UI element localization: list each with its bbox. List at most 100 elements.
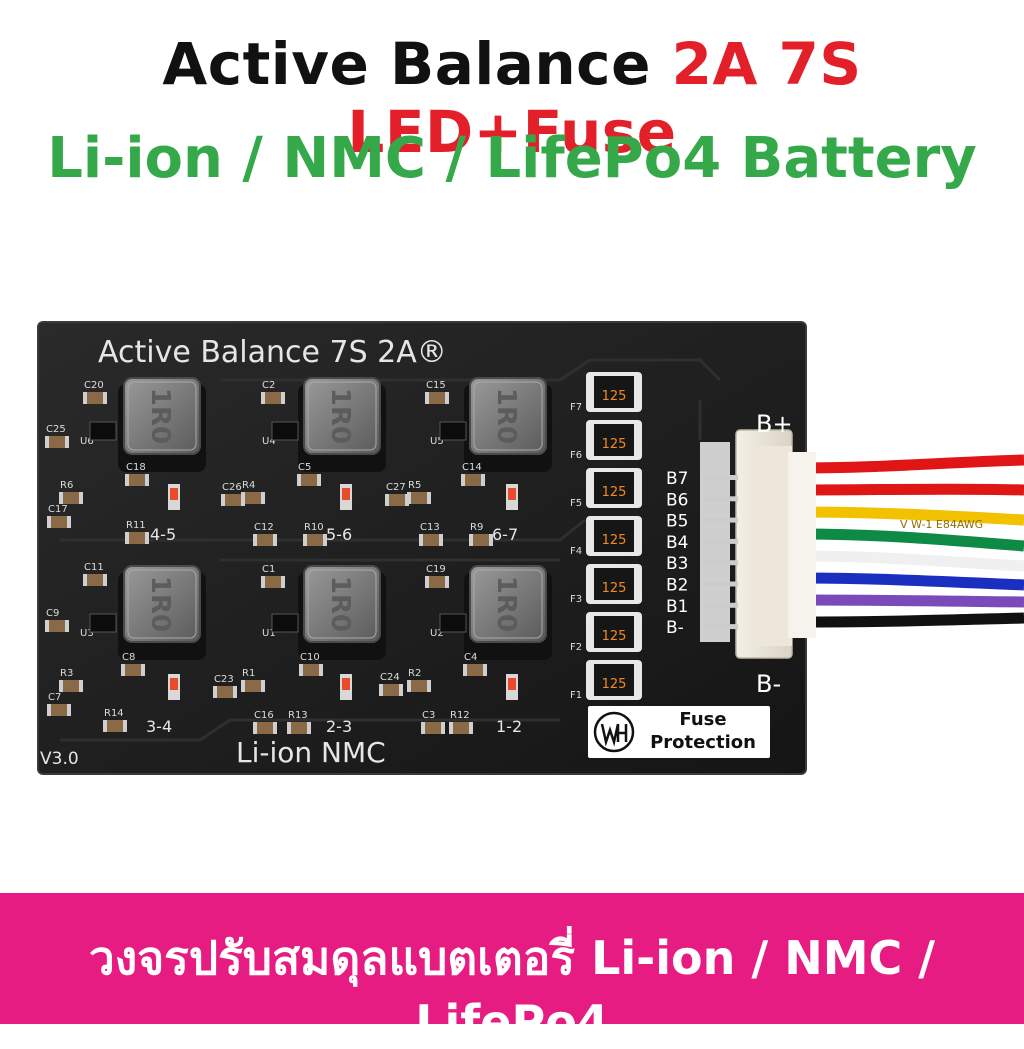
smd-component: C26 <box>221 482 245 506</box>
smd-component: C3 <box>421 710 445 734</box>
fuse-protection-text: Fuse Protection <box>636 708 770 754</box>
smd-component: R14 <box>103 708 127 732</box>
inductor: 1R0 <box>298 377 386 472</box>
svg-text:V W-1 E84AWG: V W-1 E84AWG <box>900 518 983 531</box>
component-ref: C13 <box>420 522 440 533</box>
bminus-label: B- <box>756 670 781 698</box>
component-ref: R11 <box>126 520 146 531</box>
inductor: 1R0 <box>464 377 552 472</box>
smd-component: R9 <box>469 522 493 546</box>
inductor: 1R0 <box>118 565 206 660</box>
smd-component: U4 <box>262 421 299 447</box>
fuse-ref: F1 <box>570 690 582 701</box>
component-ref: C14 <box>462 462 482 473</box>
smd-component: R1 <box>241 668 265 692</box>
smd-component: R6 <box>59 480 83 504</box>
component-ref: C17 <box>48 504 68 515</box>
component-ref: C3 <box>422 710 435 721</box>
banner-text: วงจรปรับสมดุลแบตเตอรี่ Li-ion / NMC / Li… <box>88 931 936 1049</box>
inductor: 1R0 <box>118 377 206 472</box>
fuse-marking: 125 <box>602 485 627 500</box>
pin-label: B1 <box>666 597 688 617</box>
smd-component: C9 <box>45 608 69 632</box>
fuse-ref: F2 <box>570 642 582 653</box>
smd-component: C5 <box>297 462 321 486</box>
component-ref: R14 <box>104 708 124 719</box>
component-ref: U3 <box>80 628 94 639</box>
led <box>168 484 180 510</box>
fuse-ref: F7 <box>570 402 582 413</box>
pin-pad <box>704 475 738 480</box>
headline-part-1: Active Balance <box>162 30 651 98</box>
smd-component: C24 <box>379 672 403 696</box>
headline-line-1: Active Balance 2A 7S LED+Fuse <box>0 30 1024 166</box>
smd-component: C7 <box>47 692 71 716</box>
component-ref: C1 <box>262 564 275 575</box>
fuse-protection-label <box>588 706 770 758</box>
component-ref: C10 <box>300 652 320 663</box>
component-ref: C20 <box>84 380 104 391</box>
pin-pad <box>704 496 738 502</box>
jst-connector <box>700 429 816 659</box>
inductor-marking: 1R0 <box>145 576 175 632</box>
component-ref: U5 <box>430 436 444 447</box>
component-ref: C27 <box>386 482 406 493</box>
pin-pad <box>704 581 738 587</box>
component-ref: R6 <box>60 480 73 491</box>
board-label-bottom: Li-ion NMC <box>236 736 386 769</box>
fuse-marking: 125 <box>602 389 627 404</box>
cell-pair-label: 5-6 <box>326 525 352 544</box>
pin-pad <box>704 624 738 630</box>
smd-component: C27 <box>385 482 409 506</box>
inductor-marking: 1R0 <box>325 576 355 632</box>
component-ref: R13 <box>288 710 308 721</box>
smd-component: R12 <box>449 710 473 734</box>
inductor-marking: 1R0 <box>325 388 355 444</box>
fuse-label-line-1: Fuse <box>679 709 727 730</box>
pin-label: B7 <box>666 469 688 489</box>
pin-label: B5 <box>666 512 688 532</box>
smd-component: C1 <box>261 564 285 588</box>
inductor-marking: 1R0 <box>145 388 175 444</box>
component-ref: U4 <box>262 436 276 447</box>
smd-component: U3 <box>80 613 117 639</box>
fuse-ref: F4 <box>570 546 582 557</box>
smd-component: U6 <box>80 421 117 447</box>
fuse-marking: 125 <box>602 581 627 596</box>
smd-component: C14 <box>461 462 485 486</box>
fuse-marking: 125 <box>602 437 627 452</box>
led <box>506 674 518 700</box>
component-ref: C4 <box>464 652 477 663</box>
fuse-marking: 125 <box>602 629 627 644</box>
component-ref: R12 <box>450 710 470 721</box>
component-ref: C12 <box>254 522 274 533</box>
component-ref: C7 <box>48 692 61 703</box>
smd-component: C19 <box>425 564 449 588</box>
fuse-ref: F6 <box>570 450 582 461</box>
smd-component: C15 <box>425 380 449 404</box>
component-ref: U1 <box>262 628 276 639</box>
smd-component: C18 <box>125 462 149 486</box>
component-ref: C2 <box>262 380 275 391</box>
headline-line-2: Li-ion / NMC / LifePo4 Battery <box>47 126 977 191</box>
inductor: 1R0 <box>298 565 386 660</box>
bplus-label: B+ <box>756 410 793 438</box>
component-ref: R3 <box>60 668 73 679</box>
fuse-ref: F3 <box>570 594 582 605</box>
component-ref: C24 <box>380 672 400 683</box>
component-ref: C26 <box>222 482 242 493</box>
component-ref: C18 <box>126 462 146 473</box>
pcb-photo: V W-1 E84AWG Active Balance 7S 2A® Li-io… <box>37 321 1024 775</box>
smd-component: R2 <box>407 668 431 692</box>
component-ref: R1 <box>242 668 255 679</box>
smd-component: R3 <box>59 668 83 692</box>
board-version: V3.0 <box>40 749 79 769</box>
smd-component: C20 <box>83 380 107 404</box>
led <box>340 674 352 700</box>
smd-component: C2 <box>261 380 285 404</box>
smd-component: U1 <box>262 613 299 639</box>
